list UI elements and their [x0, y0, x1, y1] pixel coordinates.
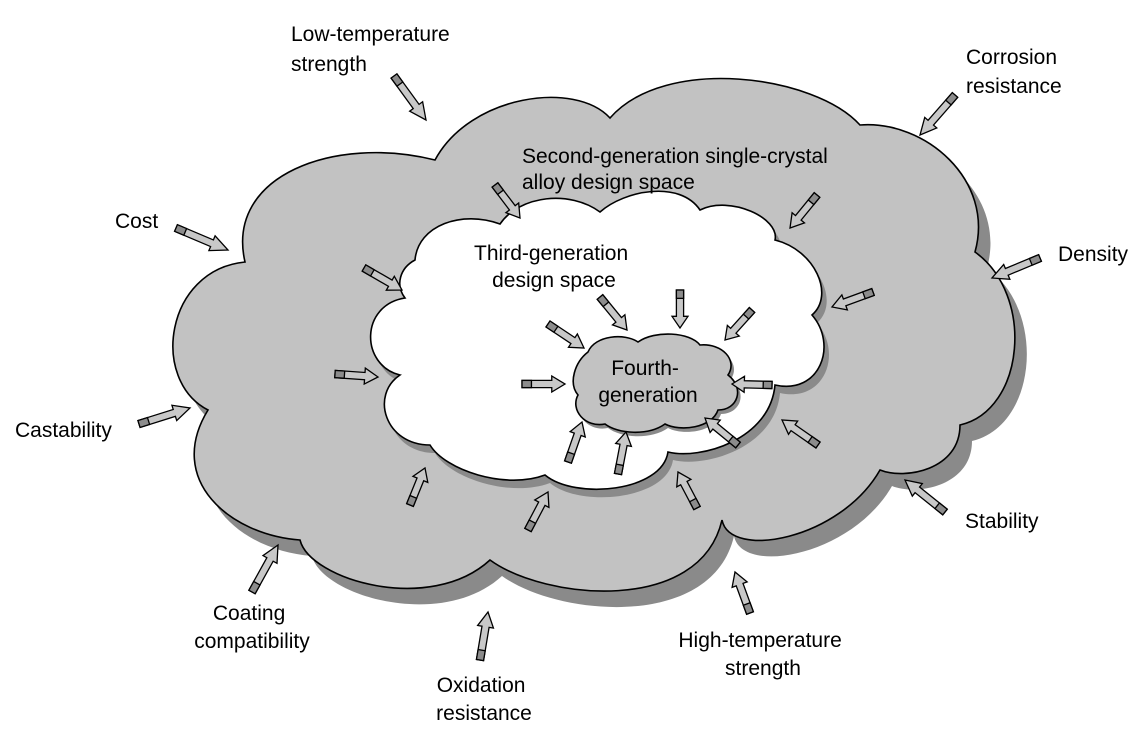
- stability-arrow: [903, 479, 949, 516]
- cost-arrow: [173, 223, 230, 252]
- high-temp-strength-arrow-body: [731, 570, 755, 616]
- third-gen-arrow-4-tail: [545, 320, 559, 334]
- third-gen-arrow-1: [596, 293, 628, 331]
- third-gen-arrow-3: [724, 306, 756, 341]
- castability-arrow-tail: [137, 416, 151, 429]
- stability-arrow-tail: [934, 502, 949, 516]
- low-temp-strength-arrow: [390, 72, 427, 122]
- third-gen-arrow-8-tail: [563, 451, 576, 465]
- cost-label: Cost: [115, 210, 158, 233]
- second-gen-arrow-1-tail: [491, 181, 505, 196]
- second-gen-arrow-6: [780, 419, 821, 449]
- coating-arrow: [247, 543, 279, 595]
- second-gen-arrow-6-tail: [807, 435, 821, 449]
- third-gen-arrow-9: [613, 430, 633, 476]
- second-gen-arrow-9-tail: [688, 497, 702, 511]
- third-gen-arrow-8: [563, 420, 587, 465]
- third-gen-arrow-5: [521, 374, 567, 394]
- arrows-group: [137, 72, 1043, 662]
- third-gen-arrow-6: [730, 375, 773, 394]
- high-temp-strength-arrow: [731, 570, 755, 616]
- corrosion-arrow: [919, 91, 959, 137]
- second-gen-arrow-2-tail: [807, 191, 821, 206]
- second-gen-arrow-7: [405, 466, 429, 508]
- density-arrow-tail: [1028, 253, 1043, 267]
- coating-compatibility-label: Coating compatibility: [194, 602, 310, 653]
- second-gen-arrow-3-tail: [361, 263, 376, 277]
- oxidation-resistance-label: Oxidation resistance: [436, 674, 532, 725]
- fourth-generation-cloud: [572, 333, 741, 437]
- third-gen-arrow-5-tail: [521, 379, 533, 389]
- second-gen-arrow-7-tail: [405, 494, 418, 508]
- castability-arrow-body: [137, 404, 192, 429]
- third-generation-label: Third-generation design space: [474, 242, 634, 292]
- second-gen-arrow-3: [361, 263, 404, 291]
- third-gen-arrow-3-tail: [742, 306, 756, 320]
- low-temperature-strength-label: Low-temperature strength: [291, 23, 456, 76]
- oxidation-arrow-tail: [475, 648, 486, 662]
- high-temp-strength-arrow-tail: [742, 601, 755, 616]
- third-gen-arrow-2-tail: [675, 289, 685, 300]
- second-gen-arrow-8-tail: [523, 519, 537, 533]
- density-label: Density: [1058, 243, 1129, 266]
- cost-arrow-tail: [173, 223, 188, 237]
- oxidation-arrow: [475, 610, 495, 662]
- corrosion-arrow-tail: [944, 91, 959, 106]
- castability-arrow: [137, 404, 192, 429]
- third-gen-arrow-7: [704, 417, 742, 449]
- third-gen-arrow-7-tail: [727, 435, 742, 449]
- high-temperature-strength-label: High-temperature strength: [678, 629, 847, 680]
- stability-label: Stability: [965, 510, 1039, 533]
- density-arrow: [990, 253, 1043, 280]
- corrosion-resistance-label: Corrosion resistance: [966, 46, 1063, 98]
- fourth-generation-label: Fourth- generation: [598, 357, 697, 407]
- second-gen-arrow-2: [789, 191, 821, 229]
- second-gen-arrow-4-tail: [861, 287, 876, 300]
- second-gen-arrow-9: [676, 470, 702, 511]
- third-gen-arrow-2: [670, 289, 690, 330]
- third-gen-arrow-6-tail: [762, 380, 773, 390]
- fourth-generation-cloud-body: [572, 333, 739, 434]
- third-gen-arrow-9-tail: [613, 463, 625, 476]
- second-generation-label: Second-generation single-crystal alloy d…: [522, 145, 834, 194]
- second-gen-arrow-5: [334, 366, 380, 386]
- low-temp-strength-arrow-tail: [390, 72, 404, 88]
- second-gen-arrow-4: [830, 287, 876, 311]
- third-gen-arrow-1-tail: [596, 293, 610, 308]
- coating-arrow-tail: [247, 580, 261, 595]
- castability-label: Castability: [15, 419, 112, 442]
- third-gen-arrow-4: [545, 320, 586, 349]
- second-gen-arrow-5-tail: [334, 369, 346, 379]
- second-gen-arrow-8: [523, 490, 550, 533]
- second-gen-arrow-1: [491, 181, 521, 219]
